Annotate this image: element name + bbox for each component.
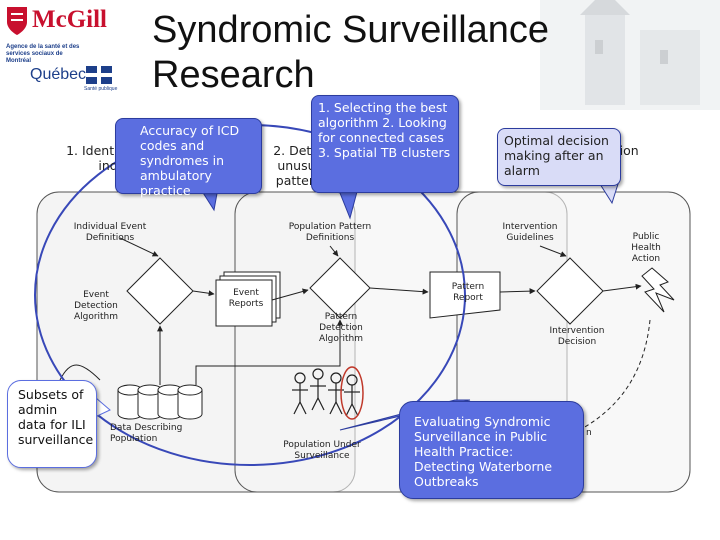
- highlighted-person-ellipse: [340, 366, 364, 420]
- castle-image: [540, 0, 720, 110]
- pattern-detection-algorithm-label: Pattern Detection Algorithm: [318, 312, 364, 344]
- mcgill-wordmark: McGill: [32, 6, 107, 33]
- agency-name: Agence de la santé et des services socia…: [6, 44, 80, 64]
- intervention-decision-diamond: [536, 257, 604, 325]
- pattern-detection-diamond: [309, 257, 371, 319]
- population-under-surveillance-label: Population Under Surveillance: [283, 440, 361, 461]
- pattern-report-label: Pattern Report: [451, 282, 485, 303]
- sante-publique-label: Santé publique: [84, 86, 118, 92]
- data-describing-population-label: Data Describing Population: [110, 423, 183, 444]
- callout-icd-accuracy: Accuracy of ICD codes and syndromes in a…: [115, 118, 262, 198]
- quebec-flag-icon: [86, 66, 112, 84]
- mcgill-quebec-logo: McGill Agence de la santé et des service…: [0, 0, 140, 98]
- population-data-cylinders: [117, 384, 203, 420]
- callout-algorithm: 1. Selecting the best algorithm 2. Looki…: [311, 95, 459, 193]
- callout-decision-text: Optimal decision making after an alarm: [504, 133, 609, 178]
- callout-admin-data-text: Subsets of admin data for ILI surveillan…: [18, 387, 94, 447]
- event-reports-stack: [215, 271, 281, 327]
- mcgill-shield-icon: [7, 7, 27, 35]
- population-figures: [292, 368, 360, 417]
- quebec-wordmark: Québec: [30, 66, 87, 83]
- individual-event-definitions-label: Individual Event Definitions: [73, 222, 147, 243]
- public-health-action-label: Public Health Action: [631, 232, 661, 264]
- callout-icd-text: Accuracy of ICD codes and syndromes in a…: [140, 123, 240, 198]
- callout-evaluating-text: Evaluating Syndromic Surveillance in Pub…: [414, 414, 553, 489]
- population-pattern-definitions-label: Population Pattern Definitions: [288, 222, 372, 243]
- intervention-decision-label: Intervention Decision: [549, 326, 605, 347]
- callout-algorithm-text: 1. Selecting the best algorithm 2. Looki…: [318, 100, 451, 160]
- intervention-guidelines-label: Intervention Guidelines: [502, 222, 558, 243]
- event-detection-algorithm-label: Event Detection Algorithm: [73, 290, 119, 322]
- callout-admin-data: Subsets of admin data for ILI surveillan…: [7, 380, 97, 468]
- event-reports-label: Event Reports: [228, 288, 264, 309]
- event-detection-diamond: [126, 257, 194, 325]
- lightning-bolt-icon: [641, 267, 675, 313]
- callout-evaluating: Evaluating Syndromic Surveillance in Pub…: [399, 401, 584, 499]
- page-title: Syndromic Surveillance Research: [152, 9, 550, 96]
- hidden-label-fragment: n: [586, 428, 592, 438]
- callout-decision-making: Optimal decision making after an alarm: [497, 128, 621, 186]
